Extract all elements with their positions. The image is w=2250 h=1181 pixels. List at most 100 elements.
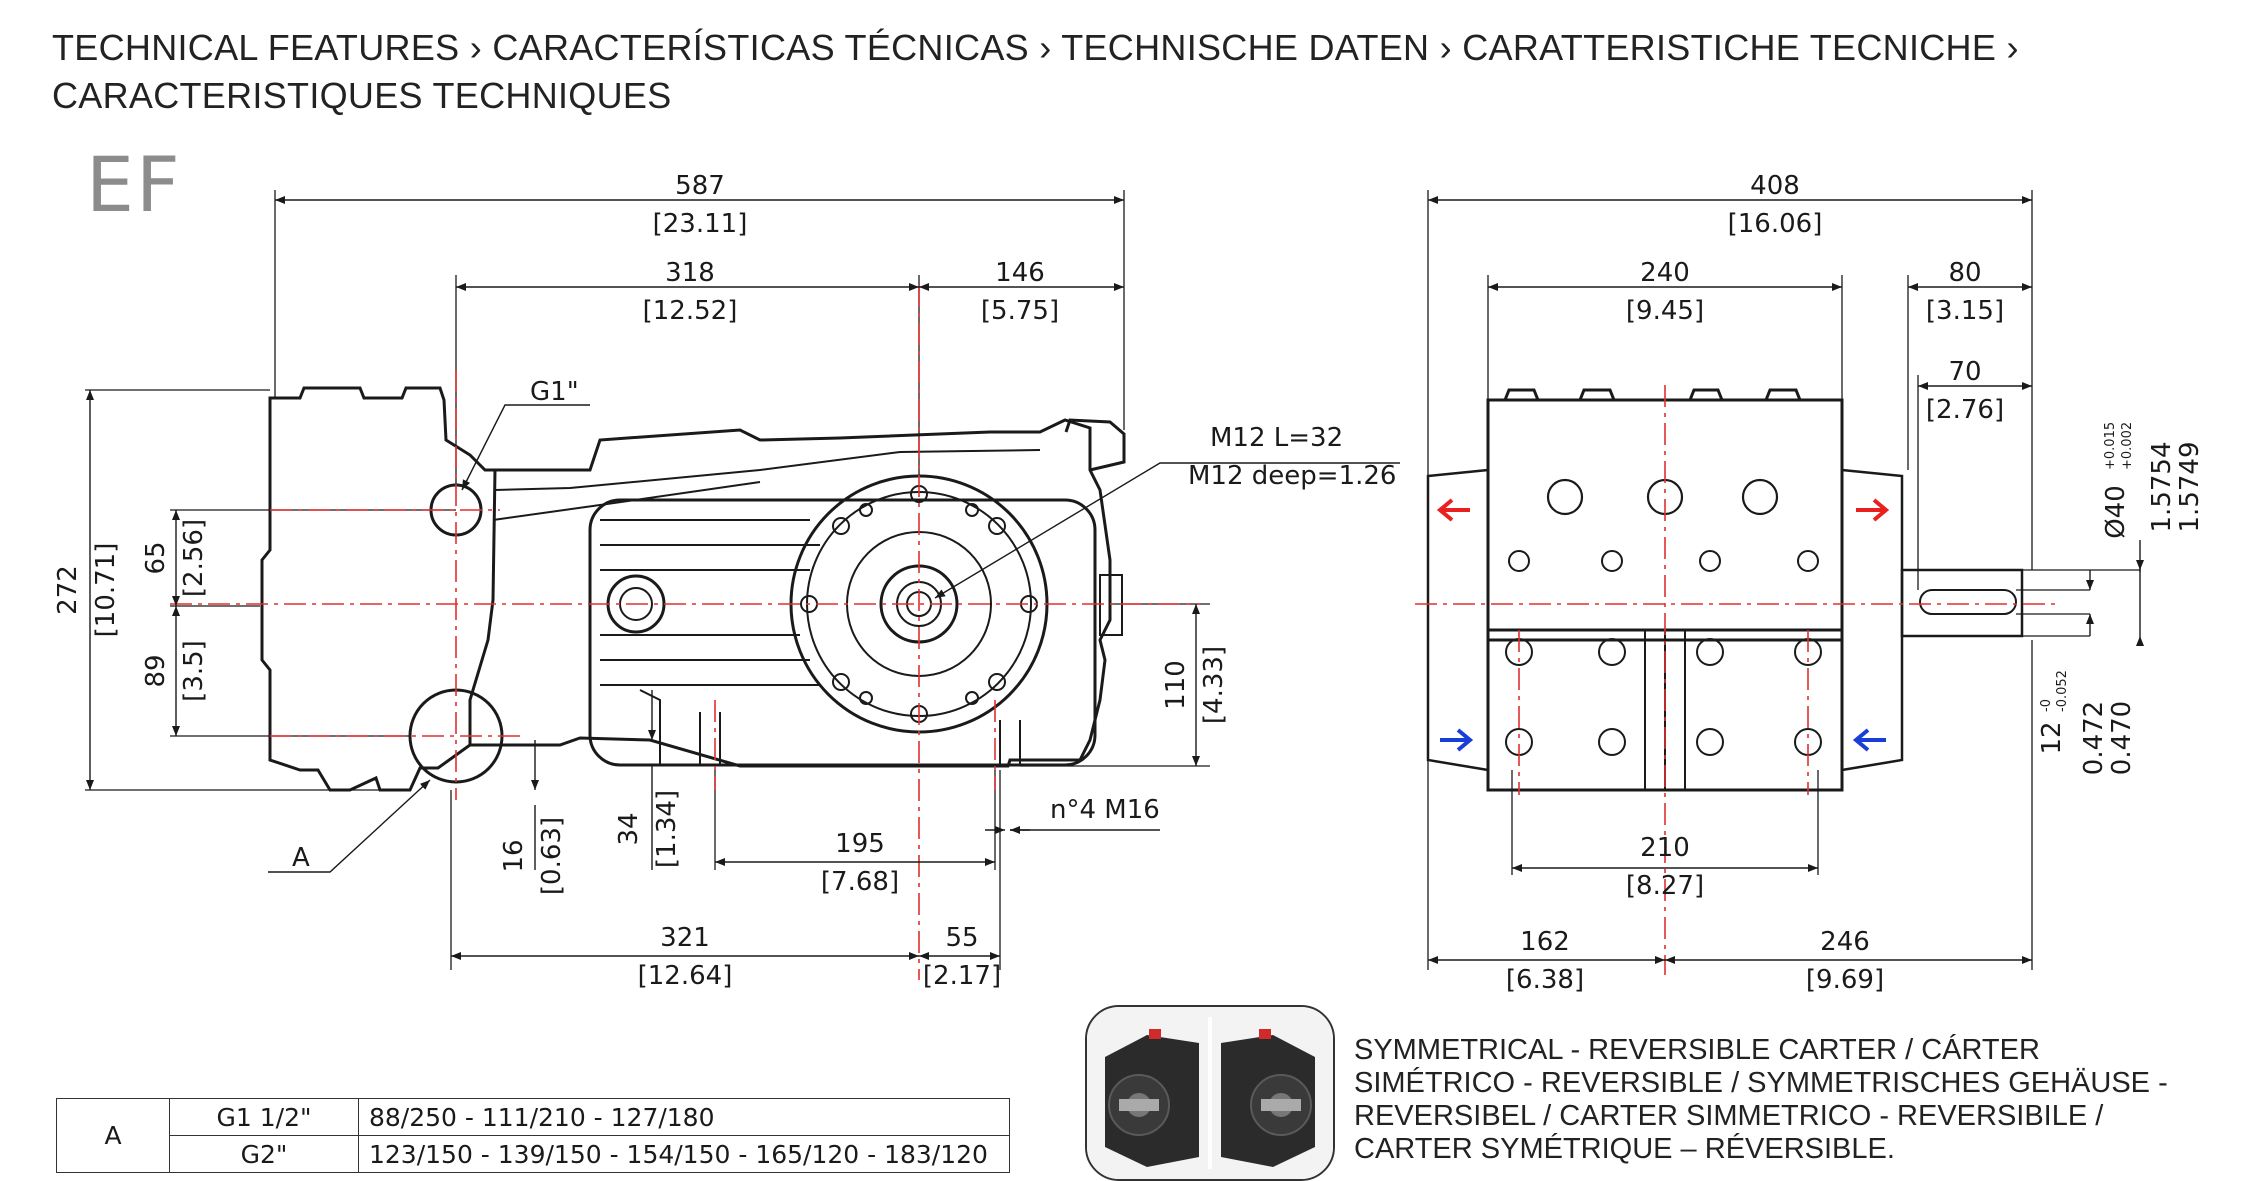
dim-246-in: [9.69]	[1806, 965, 1884, 995]
model-code: EF	[86, 140, 182, 229]
dim-key: 12	[2037, 721, 2067, 754]
dim-dia-in2: 1.5749	[2175, 442, 2205, 533]
label-a: A	[292, 843, 310, 873]
dim-321-in: [12.64]	[638, 961, 733, 991]
dim-110: 110	[1161, 660, 1191, 710]
dim-195-in: [7.68]	[821, 867, 899, 897]
dim-110-in: [4.33]	[1199, 646, 1229, 724]
dim-89-in: [3.5]	[179, 640, 209, 702]
foot-left	[639, 689, 721, 765]
body-mid-rib	[492, 481, 761, 521]
table-row: A G1 1/2" 88/250 - 111/210 - 127/180	[56, 1098, 1010, 1173]
right-ear	[1841, 468, 1904, 772]
page-header: TECHNICAL FEATURES › CARACTERÍSTICAS TÉC…	[52, 24, 2019, 120]
label-bolts: n°4 M16	[1050, 795, 1160, 825]
flow-arrows	[1436, 498, 1890, 752]
dim-146-in: [5.75]	[981, 296, 1059, 326]
upper-hole-1	[1546, 478, 1584, 516]
dim-16: 16	[499, 839, 529, 872]
header-line-1: TECHNICAL FEATURES › CARACTERÍSTICAS TÉC…	[52, 27, 2019, 68]
dim-408-in: [16.06]	[1728, 209, 1823, 239]
carter-illustration	[1087, 1007, 1333, 1179]
front-centerlines	[1415, 385, 2060, 975]
front-dim-texts: 408 [16.06] 240 [9.45] 80 [3.15] 70 [2.7…	[1506, 171, 2205, 995]
dim-65-in: [2.56]	[179, 519, 209, 597]
dim-34: 34	[614, 812, 644, 845]
dim-146: 146	[995, 258, 1045, 288]
dim-key-in1: 0.472	[2079, 701, 2109, 775]
dim-55: 55	[945, 923, 978, 953]
dim-key-in2: 0.470	[2107, 701, 2137, 775]
arrow-red-left	[1436, 498, 1470, 522]
dim-34-in: [1.34]	[652, 790, 682, 868]
table-values: 123/150 - 139/150 - 154/150 - 165/120 - …	[358, 1135, 1010, 1173]
table-size: G1 1/2"	[169, 1098, 359, 1136]
port-size-table: A G1 1/2" 88/250 - 111/210 - 127/180 G2"…	[56, 1098, 1010, 1173]
foot-right	[999, 720, 1021, 765]
dim-408: 408	[1750, 171, 1800, 201]
body-top-rib	[494, 449, 1041, 491]
dim-587-in: [23.11]	[653, 209, 748, 239]
shaft-cap	[1064, 418, 1126, 472]
dim-dia-tol-lo: +0.002	[2120, 422, 2135, 470]
mid-bolts	[1508, 550, 1819, 572]
dim-dia-tol-up: +0.015	[2103, 422, 2118, 470]
dim-65: 65	[141, 541, 171, 574]
dim-70: 70	[1948, 357, 1981, 387]
arrow-blue-left	[1440, 728, 1474, 752]
carter-left	[1105, 1029, 1199, 1167]
shaft	[1900, 568, 2024, 638]
manifold-head	[260, 386, 497, 792]
dim-key-tol-lo: -0.052	[2055, 670, 2070, 712]
note-line-2: SIMÉTRICO - REVERSIBLE / SYMMETRISCHES G…	[1354, 1067, 2168, 1099]
table-row: G2" 123/150 - 139/150 - 154/150 - 165/12…	[57, 1135, 1010, 1173]
lower-bolts	[1505, 638, 1822, 756]
dim-dia: Ø40	[2101, 485, 2131, 539]
right-boss	[1099, 574, 1123, 636]
side-dimensions	[86, 196, 1400, 960]
dim-240-in: [9.45]	[1626, 296, 1704, 326]
arrow-red-right	[1856, 498, 1890, 522]
dim-162-in: [6.38]	[1506, 965, 1584, 995]
dim-318: 318	[665, 258, 715, 288]
header-line-2: CARACTERISTIQUES TECHNIQUES	[52, 75, 672, 116]
side-dim-texts: 587 [23.11] 318 [12.52] 146 [5.75] 272 […	[53, 171, 1396, 991]
dim-162: 162	[1520, 927, 1570, 957]
dim-318-in: [12.52]	[643, 296, 738, 326]
dim-587: 587	[675, 171, 725, 201]
dim-80-in: [3.15]	[1926, 296, 2004, 326]
pump-body	[470, 418, 1112, 768]
note-line-1: SYMMETRICAL - REVERSIBLE CARTER / CÁRTER	[1354, 1034, 2040, 1066]
dim-246: 246	[1820, 927, 1870, 957]
upper-hole-3	[1741, 478, 1779, 516]
dim-55-in: [2.17]	[923, 961, 1001, 991]
dim-272: 272	[53, 565, 83, 615]
dim-210: 210	[1640, 833, 1690, 863]
dim-272-in: [10.71]	[91, 543, 121, 638]
note-line-3: REVERSIBEL / CARTER SIMMETRICO - REVERSI…	[1354, 1100, 2104, 1132]
carter-right	[1221, 1029, 1315, 1167]
left-ear	[1426, 468, 1489, 772]
label-g1: G1"	[530, 377, 579, 407]
dim-89: 89	[141, 654, 171, 687]
dim-195: 195	[835, 829, 885, 859]
label-m12-l32: M12 L=32	[1210, 423, 1343, 453]
note-line-4: CARTER SYMÉTRIQUE – RÉVERSIBLE.	[1354, 1133, 1895, 1165]
carter-photo	[1085, 1005, 1335, 1181]
dim-210-in: [8.27]	[1626, 871, 1704, 901]
front-view	[1426, 190, 2140, 970]
front-dimensions	[1428, 196, 2144, 964]
arrow-blue-right	[1852, 728, 1886, 752]
dim-dia-in1: 1.5754	[2147, 442, 2177, 533]
label-m12-deep: M12 deep=1.26	[1188, 461, 1396, 491]
dim-key-tol-up: -0	[2039, 699, 2054, 712]
carter-note: SYMMETRICAL - REVERSIBLE CARTER / CÁRTER…	[1354, 1034, 2234, 1166]
dim-240: 240	[1640, 258, 1690, 288]
table-size: G2"	[169, 1135, 359, 1173]
dim-321: 321	[660, 923, 710, 953]
shaft-key	[1919, 589, 2017, 615]
table-label-a: A	[56, 1098, 170, 1173]
dim-80: 80	[1948, 258, 1981, 288]
table-values: 88/250 - 111/210 - 127/180	[358, 1098, 1010, 1136]
